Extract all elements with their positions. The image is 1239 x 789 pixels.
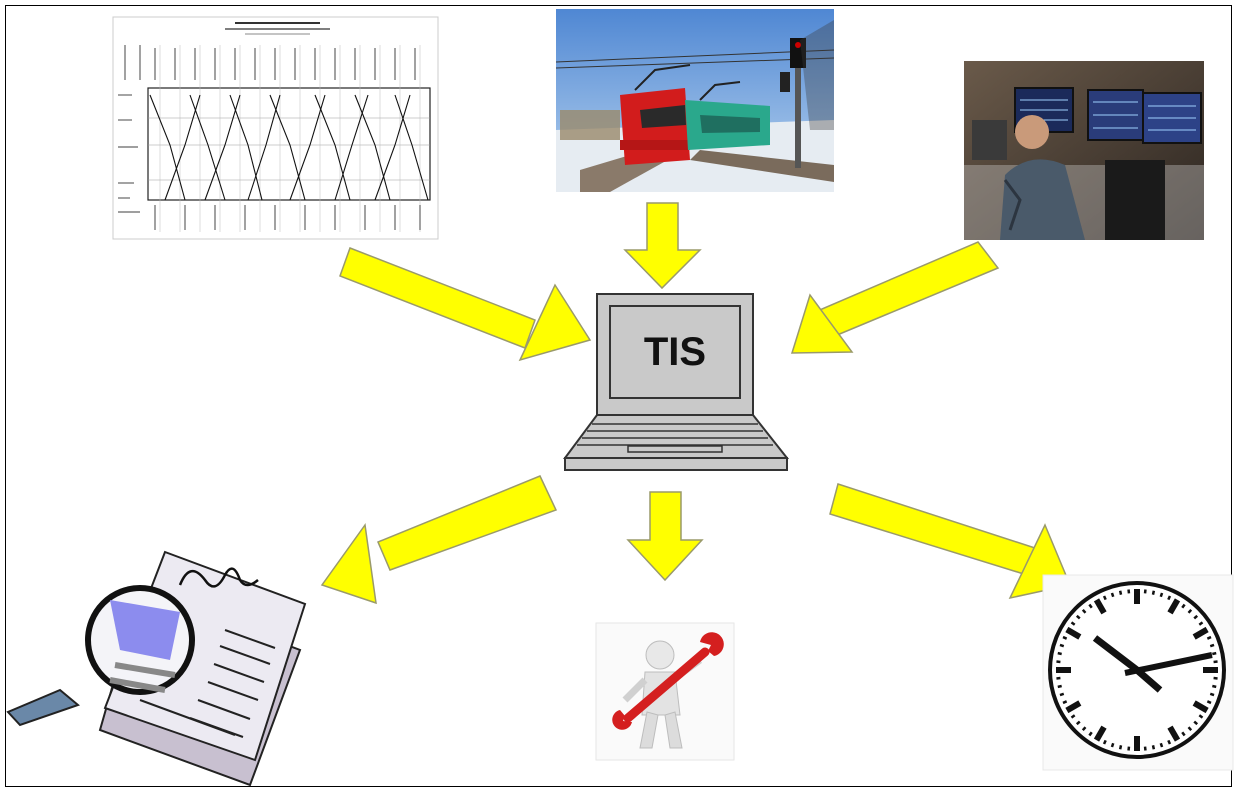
clock-minute-tick bbox=[1070, 621, 1076, 626]
clock-minute-tick bbox=[1062, 635, 1068, 640]
clock-minute-tick bbox=[1088, 731, 1093, 737]
clock-minute-tick bbox=[1102, 595, 1107, 601]
clock-minute-tick bbox=[1151, 590, 1156, 595]
clock-minute-tick bbox=[1075, 720, 1081, 726]
system-label: TIS bbox=[644, 330, 706, 374]
clock-minute-tick bbox=[1181, 731, 1186, 737]
train-graph-document-icon bbox=[112, 16, 439, 240]
train-photo-icon bbox=[555, 9, 835, 192]
clock-minute-tick bbox=[1212, 684, 1217, 689]
clock-minute-tick bbox=[1167, 595, 1172, 601]
dispatcher-workstation-icon bbox=[964, 61, 1204, 240]
laptop-icon bbox=[563, 293, 790, 471]
clock-minute-tick bbox=[1081, 608, 1087, 614]
clock-minute-tick bbox=[1198, 621, 1204, 626]
clock-minute-tick bbox=[1193, 614, 1199, 620]
clock-minute-tick bbox=[1118, 745, 1123, 750]
arrow-from-dispatcher bbox=[790, 241, 1000, 354]
clock-hour-tick bbox=[1167, 598, 1181, 615]
clock-minute-tick bbox=[1118, 590, 1123, 595]
clock-minute-tick bbox=[1110, 592, 1115, 598]
clock-minute-tick bbox=[1212, 651, 1217, 656]
clock-minute-tick bbox=[1075, 614, 1081, 620]
clock-minute-tick bbox=[1081, 726, 1087, 732]
clock-minute-tick bbox=[1057, 651, 1062, 656]
arrow-from-graph bbox=[339, 247, 592, 362]
clock-minute-tick bbox=[1070, 714, 1076, 719]
clock-minute-tick bbox=[1151, 745, 1156, 750]
clock-minute-tick bbox=[1059, 692, 1065, 697]
clock-minute-tick bbox=[1167, 739, 1172, 745]
clock-minute-tick bbox=[1159, 742, 1164, 748]
clock-minute-tick bbox=[1088, 603, 1093, 609]
clock-hour-tick bbox=[1065, 626, 1082, 640]
wrench-figure-icon bbox=[595, 622, 735, 761]
clock-minute-tick bbox=[1057, 684, 1062, 689]
arrow-to-documents bbox=[320, 475, 558, 605]
slide-frame bbox=[5, 5, 1232, 787]
arrow-to-clock bbox=[829, 483, 1072, 600]
arrow-from-train bbox=[623, 202, 702, 290]
clock-hour-tick bbox=[1093, 598, 1107, 615]
magnifier-document-icon bbox=[6, 550, 307, 787]
clock-minute-tick bbox=[1187, 608, 1193, 614]
arrow-to-maintenance bbox=[626, 491, 704, 582]
clock-minute-tick bbox=[1062, 700, 1068, 705]
clock-minute-tick bbox=[1206, 700, 1212, 705]
clock-minute-tick bbox=[1209, 643, 1215, 648]
clock-minute-tick bbox=[1193, 720, 1199, 726]
clock-hour-tick bbox=[1192, 626, 1209, 640]
clock-minute-tick bbox=[1181, 603, 1186, 609]
clock-hour-tick bbox=[1065, 700, 1082, 714]
clock-minute-tick bbox=[1209, 692, 1215, 697]
clock-icon bbox=[1042, 574, 1234, 771]
clock-minute-tick bbox=[1110, 742, 1115, 748]
clock-minute-tick bbox=[1206, 635, 1212, 640]
clock-minute-tick bbox=[1187, 726, 1193, 732]
clock-minute-tick bbox=[1102, 739, 1107, 745]
clock-minute-tick bbox=[1059, 643, 1065, 648]
clock-hour-tick bbox=[1093, 725, 1107, 742]
clock-minute-tick bbox=[1198, 714, 1204, 719]
clock-minute-tick bbox=[1159, 592, 1164, 598]
clock-hour-tick bbox=[1192, 700, 1209, 714]
clock-hour-tick bbox=[1167, 725, 1181, 742]
